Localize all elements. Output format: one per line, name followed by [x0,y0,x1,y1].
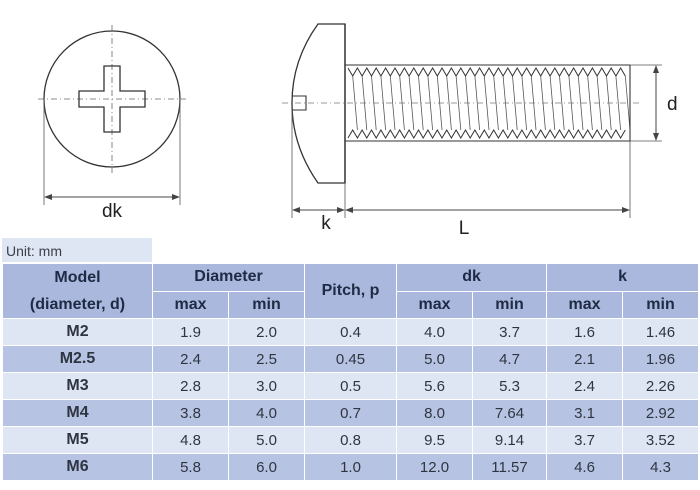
dia-max-cell: 3.8 [152,399,229,427]
dk-max-cell: 12.0 [396,453,474,481]
unit-label: Unit: mm [2,238,152,262]
dia-max-cell: 1.9 [152,318,229,346]
dk-min-cell: 4.7 [472,345,548,373]
dia-min-cell: 6.0 [227,453,306,481]
model-header: Model (diameter, d) [2,263,153,319]
k-max-header: max [546,290,624,319]
dk-max-header: max [396,290,474,319]
model-cell: M2 [2,318,153,346]
k-min-header: min [622,290,700,319]
k-max-cell: 1.6 [546,318,624,346]
model-cell: M3 [2,372,153,400]
k-min-cell: 2.92 [622,399,700,427]
dk-max-cell: 9.5 [396,426,474,454]
phillips-cross-icon [78,65,146,133]
k-max-cell: 2.1 [546,345,624,373]
diameter-min-header: min [227,290,306,319]
dia-min-cell: 3.0 [227,372,306,400]
model-cell: M4 [2,399,153,427]
screw-side-view: d k L [282,23,678,238]
dk-dimension-label: dk [102,201,123,222]
dia-max-cell: 2.4 [152,345,229,373]
diameter-header: Diameter [151,263,306,292]
dk-min-cell: 5.3 [472,372,548,400]
pitch-cell: 0.4 [304,318,398,346]
d-dimension-label: d [667,94,678,115]
k-dimension-label: k [321,213,331,234]
screw-technical-drawing: dk d k L [38,23,678,238]
dia-max-cell: 5.8 [152,453,229,481]
k-min-cell: 1.96 [622,345,700,373]
table-row: M2.5 2.4 2.5 0.45 5.0 4.7 2.1 1.96 [2,345,700,373]
dk-min-header: min [472,290,548,319]
model-cell: M2.5 [2,345,153,373]
pitch-cell: 0.7 [304,399,398,427]
pitch-cell: 0.8 [304,426,398,454]
k-max-cell: 4.6 [546,453,624,481]
dk-min-cell: 3.7 [472,318,548,346]
dia-min-cell: 5.0 [227,426,306,454]
k-header: k [546,263,700,292]
model-cell: M6 [2,453,153,481]
dk-max-cell: 5.0 [396,345,474,373]
dk-min-cell: 9.14 [472,426,548,454]
table-row: M2 1.9 2.0 0.4 4.0 3.7 1.6 1.46 [2,318,700,346]
k-max-cell: 3.7 [546,426,624,454]
dia-min-cell: 2.5 [227,345,306,373]
head-top-view: dk [38,25,186,222]
pitch-header: Pitch, p [304,263,398,319]
spec-table: Model (diameter, d) Diameter Pitch, p dk… [2,263,700,481]
k-min-cell: 4.3 [622,453,700,481]
dia-max-cell: 2.8 [152,372,229,400]
pitch-cell: 0.5 [304,372,398,400]
length-dimension-label: L [459,218,470,238]
table-row: M4 3.8 4.0 0.7 8.0 7.64 3.1 2.92 [2,399,700,427]
diameter-max-header: max [152,290,229,319]
dk-max-cell: 8.0 [396,399,474,427]
dk-max-cell: 4.0 [396,318,474,346]
dia-max-cell: 4.8 [152,426,229,454]
table-row: M6 5.8 6.0 1.0 12.0 11.57 4.6 4.3 [2,453,700,481]
table-row: M5 4.8 5.0 0.8 9.5 9.14 3.7 3.52 [2,426,700,454]
dk-header: dk [396,263,548,292]
dk-min-cell: 7.64 [472,399,548,427]
model-cell: M5 [2,426,153,454]
table-row: M3 2.8 3.0 0.5 5.6 5.3 2.4 2.26 [2,372,700,400]
dia-min-cell: 2.0 [227,318,306,346]
k-min-cell: 2.26 [622,372,700,400]
pitch-cell: 1.0 [304,453,398,481]
model-header-line2: (diameter, d) [29,296,126,313]
k-min-cell: 3.52 [622,426,700,454]
k-min-cell: 1.46 [622,318,700,346]
pitch-cell: 0.45 [304,345,398,373]
dk-min-cell: 11.57 [472,453,548,481]
k-max-cell: 3.1 [546,399,624,427]
model-header-line1: Model [54,269,101,286]
k-max-cell: 2.4 [546,372,624,400]
dk-max-cell: 5.6 [396,372,474,400]
dia-min-cell: 4.0 [227,399,306,427]
